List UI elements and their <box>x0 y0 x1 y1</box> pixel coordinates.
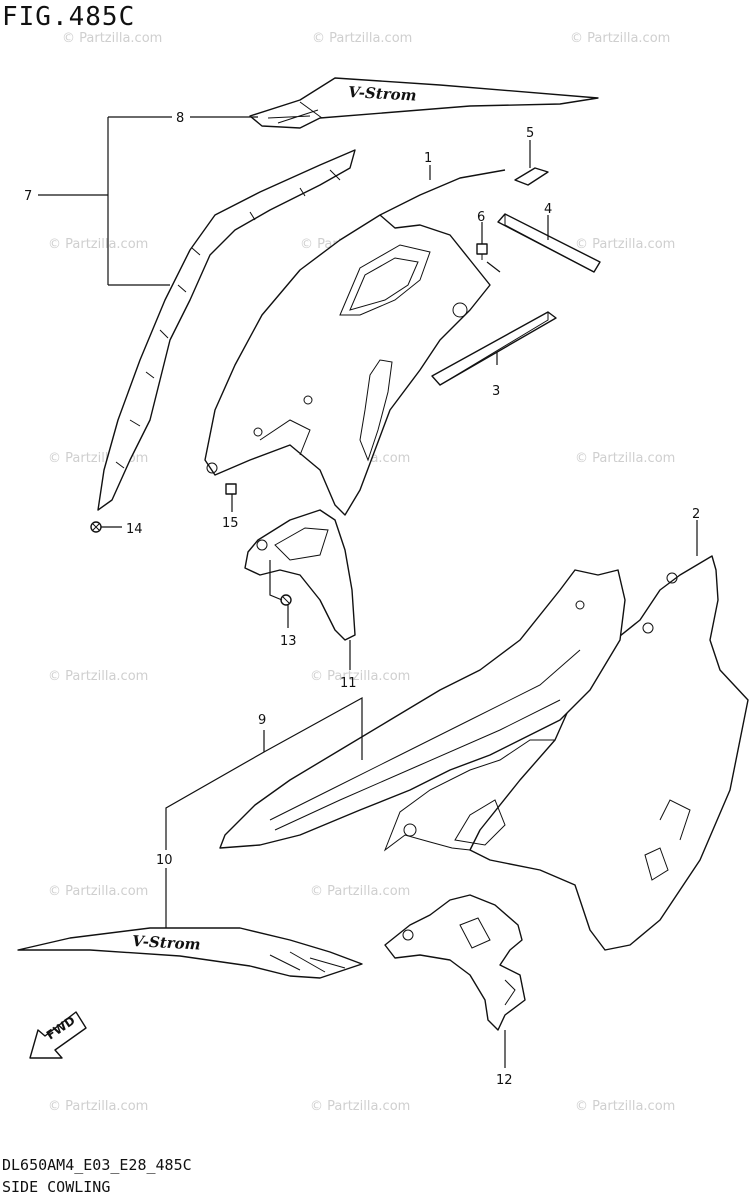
watermark: © Partzilla.com <box>48 884 148 899</box>
part-5-pad <box>514 167 549 186</box>
watermark: © Partzilla.com <box>62 31 162 46</box>
diagram-code: DL650AM4_E03_E28_485C <box>2 1156 192 1174</box>
callout-4: 4 <box>544 202 552 217</box>
part-15-clip <box>225 483 237 495</box>
section-name: SIDE COWLING <box>2 1178 111 1196</box>
fwd-arrow-icon: FWD <box>29 1011 87 1059</box>
callout-13: 13 <box>280 634 297 649</box>
part-9-side-panel <box>219 569 626 849</box>
watermark: © Partzilla.com <box>575 237 675 252</box>
part-1-main-cowling <box>204 169 506 516</box>
callout-10: 10 <box>156 853 173 868</box>
part-7-cowl-frame <box>97 149 356 511</box>
part-11-inner-bracket <box>244 509 356 641</box>
callout-14: 14 <box>126 522 143 537</box>
callout-5: 5 <box>526 126 534 141</box>
watermark: © Partzilla.com <box>48 237 148 252</box>
part-14-screw <box>90 521 102 533</box>
watermark: © Partzilla.com <box>312 31 412 46</box>
callout-9: 9 <box>258 713 266 728</box>
part-6-clip <box>476 243 488 260</box>
callout-1: 1 <box>424 151 432 166</box>
part-3-bar <box>431 311 557 386</box>
part-10-lower-decal: V-Strom <box>17 927 363 979</box>
part-12-lower-bracket <box>384 894 526 1031</box>
callouts: 1 2 3 4 5 6 7 8 9 10 11 12 13 14 15 <box>24 111 700 1088</box>
leader-lines <box>38 116 698 1068</box>
watermark: © Partzilla.com <box>310 884 410 899</box>
callout-3: 3 <box>492 384 500 399</box>
callout-7: 7 <box>24 189 32 204</box>
callout-8: 8 <box>176 111 184 126</box>
watermark: © Partzilla.com <box>575 1099 675 1114</box>
callout-6: 6 <box>477 210 485 225</box>
callout-15: 15 <box>222 516 239 531</box>
decal-text: V-Strom <box>348 83 417 105</box>
part-4-bar <box>497 213 601 273</box>
watermark: © Partzilla.com <box>310 1099 410 1114</box>
part-13-screw <box>280 594 292 606</box>
figure-title: FIG.485C <box>2 2 136 32</box>
part-8-upper-decal: V-Strom <box>249 77 599 129</box>
watermark: © Partzilla.com <box>48 1099 148 1114</box>
watermark: © Partzilla.com <box>310 669 410 684</box>
callout-11: 11 <box>340 676 357 691</box>
watermark: © Partzilla.com <box>48 669 148 684</box>
decal-text: V-Strom <box>132 932 201 954</box>
callout-2: 2 <box>692 507 700 522</box>
watermark: © Partzilla.com <box>575 451 675 466</box>
watermark: © Partzilla.com <box>570 31 670 46</box>
callout-12: 12 <box>496 1073 513 1088</box>
